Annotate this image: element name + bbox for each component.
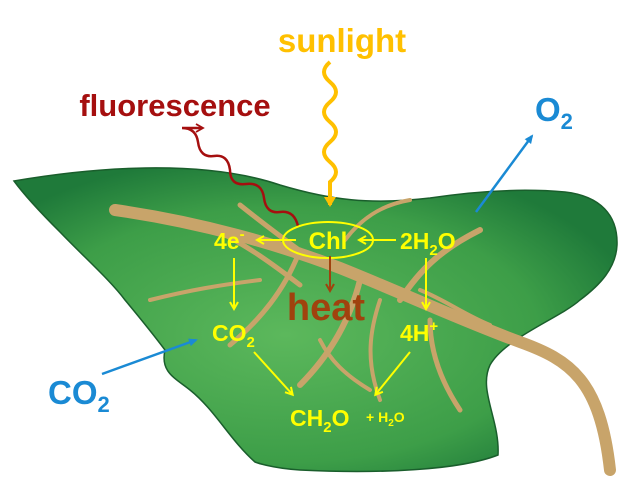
vein	[427, 317, 463, 413]
sunlight-label: sunlight	[278, 22, 406, 59]
electrons-label: 4e-	[214, 226, 245, 254]
vein	[297, 277, 363, 388]
water-product-label: + H2O	[366, 409, 405, 429]
sugar-base-2: O	[332, 405, 350, 431]
vein	[237, 202, 313, 261]
water-product-base: O	[394, 409, 405, 425]
o2-subscript: 2	[561, 109, 573, 134]
protons-base: 4H	[400, 320, 429, 346]
vein	[227, 247, 303, 348]
o2-base: O	[535, 91, 561, 128]
protons-label: 4H+	[400, 318, 438, 346]
midrib-vein	[109, 204, 616, 476]
sugar-subscript: 2	[323, 419, 331, 436]
vein	[217, 229, 303, 288]
water-label: 2H2O	[400, 228, 456, 259]
co2-inner-base: CO	[212, 320, 247, 346]
sunlight-arrow	[322, 60, 338, 207]
co2-input-label: CO2	[48, 374, 110, 417]
water-subscript: 2	[429, 242, 437, 259]
o2-label: O2	[535, 91, 573, 134]
vein	[343, 198, 412, 242]
leaf-shape	[12, 167, 618, 473]
water-base-2: O	[438, 228, 456, 254]
heat-label: heat	[287, 287, 365, 329]
co2-inner-label: CO2	[212, 320, 255, 351]
arrow-protons-to-sugar	[376, 351, 411, 394]
chl-label: Chl	[309, 228, 348, 255]
water-product-prefix: + H	[366, 409, 388, 425]
fluorescence-arrow	[181, 123, 300, 227]
protons-superscript: +	[429, 318, 438, 335]
water-base-1: 2H	[400, 228, 429, 254]
vein	[148, 278, 262, 302]
fluorescence-label: fluorescence	[79, 88, 270, 123]
co2-input-subscript: 2	[98, 392, 110, 417]
co2-input-base: CO	[48, 374, 98, 411]
arrow-o2-out	[474, 134, 534, 213]
arrow-co2-to-sugar	[253, 351, 292, 394]
sugar-base-1: CH	[290, 405, 323, 431]
vein	[397, 227, 483, 303]
vein	[318, 338, 372, 392]
leaf-veins	[109, 198, 616, 476]
electrons-superscript: -	[240, 226, 245, 243]
sugar-label: CH2O	[290, 405, 349, 436]
electrons-base: 4e	[214, 228, 240, 254]
arrow-co2-in	[101, 338, 198, 376]
water-product-subscript: 2	[388, 418, 394, 429]
co2-inner-subscript: 2	[247, 334, 255, 351]
